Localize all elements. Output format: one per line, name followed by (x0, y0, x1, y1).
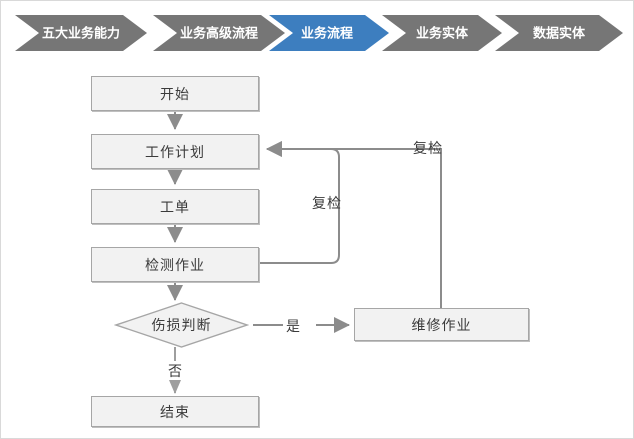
edge-recheck-outer (266, 141, 442, 308)
node-work-order-label: 工单 (160, 198, 190, 215)
node-work-order[interactable]: 工单 (91, 189, 259, 224)
diamond-shape (113, 302, 250, 348)
breadcrumb-step-3-label: 业务流程 (301, 25, 353, 40)
edge-label-recheck-inner: 复检 (312, 195, 342, 211)
breadcrumb-step-2-label: 业务高级流程 (180, 25, 258, 40)
node-work-plan-label: 工作计划 (145, 143, 205, 160)
breadcrumb-step-1[interactable]: 五大业务能力 (15, 15, 147, 51)
node-damage-decision[interactable]: 伤损判断 (113, 301, 250, 349)
node-start-label: 开始 (160, 85, 190, 102)
node-inspection-label: 检测作业 (145, 256, 205, 273)
node-repair[interactable]: 维修作业 (354, 308, 529, 341)
edge-label-yes: 是 (286, 318, 301, 334)
breadcrumb-step-3[interactable]: 业务流程 (269, 15, 389, 51)
breadcrumb-step-2[interactable]: 业务高级流程 (153, 15, 285, 51)
breadcrumb-step-4[interactable]: 业务实体 (382, 15, 502, 51)
node-damage-decision-label: 伤损判断 (151, 317, 212, 333)
node-inspection[interactable]: 检测作业 (91, 247, 259, 282)
edge-label-recheck-outer: 复检 (413, 140, 443, 156)
node-work-plan[interactable]: 工作计划 (91, 134, 259, 169)
node-end[interactable]: 结束 (91, 396, 259, 427)
node-end-label: 结束 (160, 403, 190, 420)
breadcrumb: 五大业务能力 业务高级流程 业务流程 业务实体 数据实体 (1, 13, 633, 53)
breadcrumb-step-5-label: 数据实体 (533, 25, 586, 40)
node-start[interactable]: 开始 (91, 76, 259, 111)
edge-label-no: 否 (168, 363, 183, 379)
breadcrumb-step-1-label: 五大业务能力 (42, 25, 120, 40)
breadcrumb-step-4-label: 业务实体 (416, 25, 469, 40)
breadcrumb-step-5[interactable]: 数据实体 (495, 15, 623, 51)
node-repair-label: 维修作业 (411, 316, 472, 333)
